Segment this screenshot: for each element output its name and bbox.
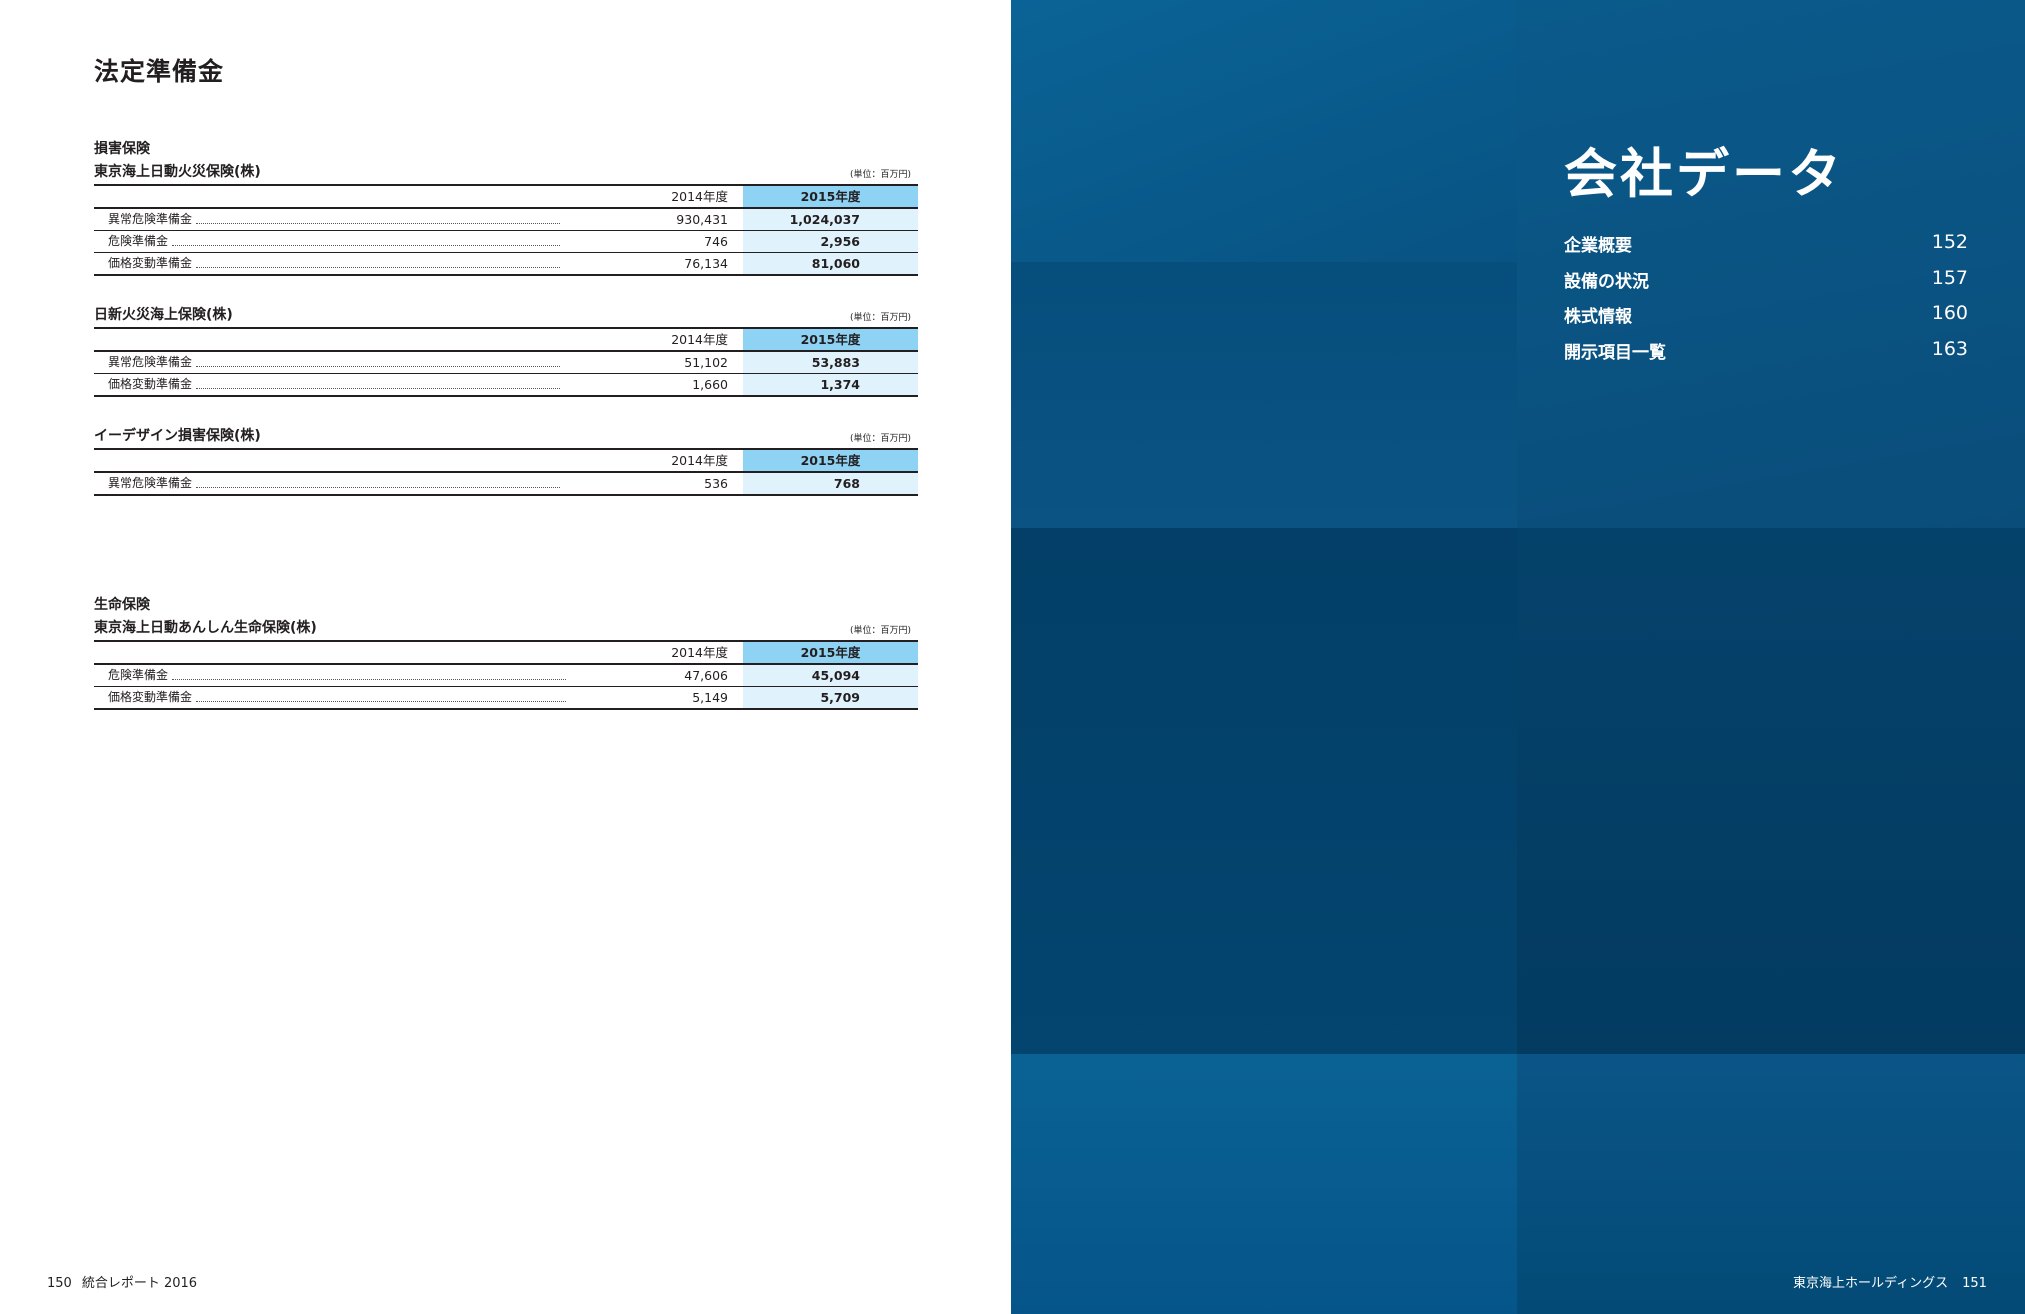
page-title: 法定準備金: [94, 57, 225, 86]
table-row: 危険準備金 746 2,956: [94, 230, 918, 252]
company-name-anshin-life: 東京海上日動あんしん生命保険(株): [94, 620, 317, 636]
value-2015: 5,709: [743, 687, 918, 708]
table-row: 異常危険準備金 51,102 53,883: [94, 352, 918, 373]
section-cover-title: 会社データ: [1564, 144, 1844, 205]
column-header-2015: 2015年度: [743, 642, 918, 663]
toc-item-facilities[interactable]: 設備の状況 157: [1564, 267, 1968, 303]
background-panel: [1011, 528, 1517, 1054]
page-number: 150: [47, 1276, 72, 1291]
background-panel: [1011, 1054, 1517, 1314]
value-2015: 1,024,037: [743, 209, 918, 230]
row-label: 価格変動準備金: [108, 690, 193, 704]
column-header-2014: 2014年度: [671, 189, 728, 204]
toc-item-label: 企業概要: [1564, 236, 1632, 256]
section-label-life: 生命保険: [94, 597, 150, 613]
table-header-row: 2014年度 2015年度: [94, 450, 918, 473]
table-row: 価格変動準備金 76,134 81,060: [94, 252, 918, 274]
toc-item-stock-info[interactable]: 株式情報 160: [1564, 302, 1968, 338]
unit-note: (単位：百万円): [850, 626, 912, 636]
value-2015: 45,094: [743, 665, 918, 686]
row-label: 危険準備金: [108, 668, 169, 682]
column-header-2014: 2014年度: [671, 645, 728, 660]
footer-left: 150 統合レポート 2016: [47, 1272, 197, 1291]
table-row: 価格変動準備金 1,660 1,374: [94, 373, 918, 395]
leader-dots: [196, 388, 560, 389]
value-2015: 81,060: [743, 253, 918, 274]
value-2015: 1,374: [743, 374, 918, 395]
toc-item-label: 開示項目一覧: [1564, 342, 1666, 363]
toc-item-page: 152: [1931, 231, 1968, 253]
background-panel: [1517, 0, 2025, 528]
company-name-nisshin-fire: 日新火災海上保険(株): [94, 307, 233, 323]
unit-note: (単位：百万円): [850, 313, 912, 323]
value-2014: 51,102: [684, 355, 728, 370]
reserve-table-e-design: 2014年度 2015年度 異常危険準備金 536 768: [94, 448, 918, 496]
table-row: 価格変動準備金 5,149 5,709: [94, 686, 918, 708]
leader-dots: [196, 701, 566, 702]
value-2015: 768: [743, 473, 918, 494]
section-label-nonlife: 損害保険: [94, 141, 150, 157]
background-panel: [1517, 1054, 2025, 1314]
leader-dots: [196, 366, 560, 367]
company-name-footer: 東京海上ホールディングス: [1793, 1276, 1949, 1291]
toc-item-page: 160: [1931, 302, 1968, 324]
value-2015: 53,883: [743, 352, 918, 373]
toc-item-company-overview[interactable]: 企業概要 152: [1564, 231, 1968, 267]
row-label: 異常危険準備金: [108, 476, 193, 490]
reserve-table-anshin-life: 2014年度 2015年度 危険準備金 47,606 45,094 価格変動準備…: [94, 640, 918, 710]
value-2014: 536: [704, 476, 728, 491]
column-header-2015: 2015年度: [743, 186, 918, 207]
leader-dots: [196, 223, 560, 224]
background-panel: [1011, 262, 1517, 528]
table-row: 危険準備金 47,606 45,094: [94, 665, 918, 686]
row-label: 異常危険準備金: [108, 355, 193, 369]
company-name-e-design: イーデザイン損害保険(株): [94, 428, 261, 444]
toc-item-page: 163: [1931, 337, 1968, 360]
reserve-table-tokio-marine-nichido-fire: 2014年度 2015年度 異常危険準備金 930,431 1,024,037 …: [94, 184, 918, 276]
company-name-tokio-marine-nichido-fire: 東京海上日動火災保険(株): [94, 164, 261, 180]
row-label: 価格変動準備金: [108, 256, 193, 270]
value-2014: 76,134: [684, 256, 728, 271]
table-header-row: 2014年度 2015年度: [94, 329, 918, 352]
row-label: 価格変動準備金: [108, 377, 193, 391]
background-panel: [1011, 0, 1517, 262]
leader-dots: [196, 487, 560, 488]
toc-item-label: 設備の状況: [1564, 271, 1649, 292]
row-label: 危険準備金: [108, 234, 169, 248]
column-header-2014: 2014年度: [671, 332, 728, 347]
table-row: 異常危険準備金 930,431 1,024,037: [94, 209, 918, 230]
value-2014: 47,606: [684, 668, 728, 683]
left-page: 法定準備金 損害保険 東京海上日動火災保険(株) (単位：百万円) 2014年度…: [0, 0, 1011, 1314]
table-header-row: 2014年度 2015年度: [94, 642, 918, 665]
table-row: 異常危険準備金 536 768: [94, 473, 918, 494]
column-header-2014: 2014年度: [671, 453, 728, 468]
column-header-2015: 2015年度: [743, 450, 918, 471]
value-2015: 2,956: [743, 231, 918, 252]
leader-dots: [172, 245, 560, 246]
table-of-contents: 企業概要 152 設備の状況 157 株式情報 160 開示項目一覧 163: [1564, 231, 1968, 373]
column-header-2015: 2015年度: [743, 329, 918, 350]
toc-item-page: 157: [1931, 266, 1968, 289]
page-number: 151: [1962, 1276, 1987, 1291]
leader-dots: [196, 267, 560, 268]
reserve-table-nisshin-fire: 2014年度 2015年度 異常危険準備金 51,102 53,883 価格変動…: [94, 327, 918, 397]
value-2014: 930,431: [676, 212, 728, 227]
footer-right: 東京海上ホールディングス 151: [1793, 1272, 1987, 1291]
background-panel: [1517, 528, 2025, 1054]
unit-note: (単位：百万円): [850, 434, 912, 444]
toc-item-disclosure-index[interactable]: 開示項目一覧 163: [1564, 338, 1968, 374]
report-name: 統合レポート 2016: [81, 1276, 198, 1291]
value-2014: 1,660: [692, 377, 728, 392]
value-2014: 746: [704, 234, 728, 249]
table-header-row: 2014年度 2015年度: [94, 186, 918, 209]
value-2014: 5,149: [692, 690, 728, 705]
toc-item-label: 株式情報: [1564, 307, 1632, 327]
right-page-cover: [1011, 0, 2025, 1314]
row-label: 異常危険準備金: [108, 212, 193, 226]
unit-note: (単位：百万円): [850, 170, 912, 180]
leader-dots: [172, 679, 566, 680]
